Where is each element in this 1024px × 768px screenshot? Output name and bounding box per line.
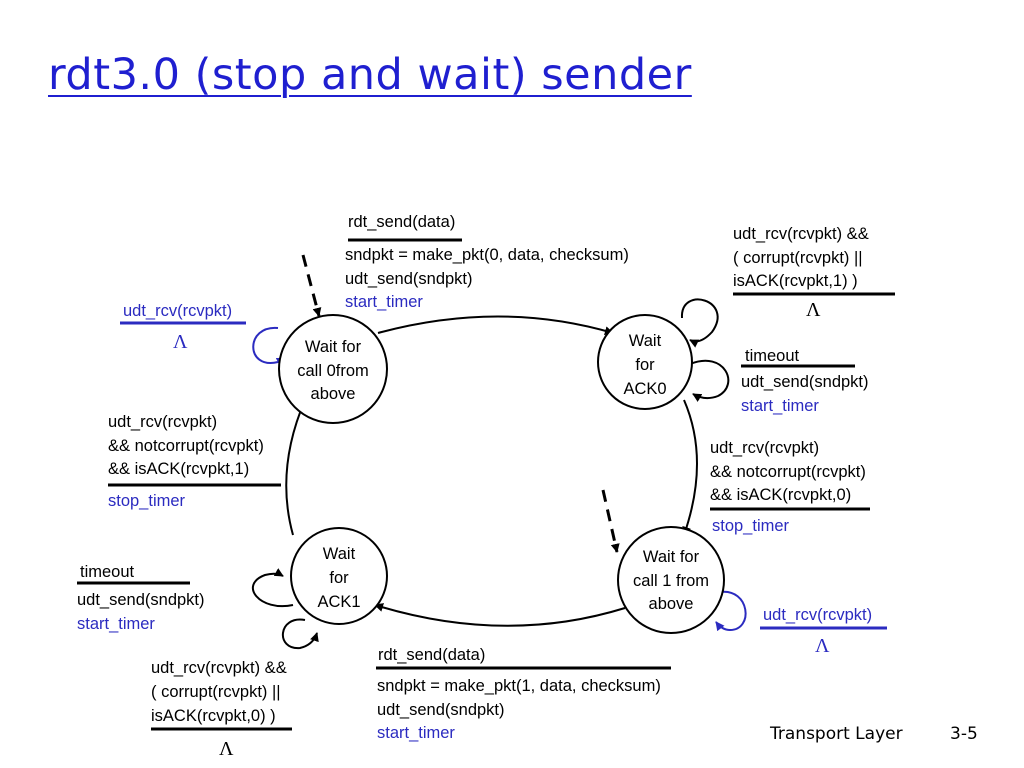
event-text: && notcorrupt(rcvpkt): [108, 437, 264, 455]
action-text: sndpkt = make_pkt(0, data, checksum): [345, 246, 629, 264]
state-label-line: above: [649, 595, 694, 613]
timer-text: stop_timer: [108, 492, 186, 510]
arc-send1: [374, 603, 626, 627]
timer-text: start_timer: [345, 293, 423, 311]
state-wait-call-0: Wait for call 0from above: [278, 314, 388, 424]
loop-call1: [715, 590, 747, 632]
event-text: udt_rcv(rcvpkt) &&: [151, 659, 287, 677]
state-label-line: Wait: [323, 545, 356, 563]
state-label-line: ACK0: [623, 380, 666, 398]
state-label-line: call 1 from: [633, 572, 709, 590]
state-wait-ack0: Wait for ACK0: [597, 314, 693, 410]
state-label-line: call 0from: [297, 362, 369, 380]
lambda-text: Λ: [806, 299, 821, 321]
state-label-line: above: [311, 385, 356, 403]
action-text: udt_send(sndpkt): [377, 701, 505, 719]
event-text: udt_rcv(rcvpkt): [108, 413, 217, 431]
event-text: udt_rcv(rcvpkt): [710, 439, 819, 457]
event-text: ( corrupt(rcvpkt) ||: [151, 683, 281, 701]
loop-ack1-bad: [282, 618, 319, 650]
timer-text: start_timer: [377, 724, 455, 742]
event-text: isACK(rcvpkt,1) ): [733, 272, 858, 290]
initial-arrow-call1: [601, 489, 620, 553]
state-wait-ack1: Wait for ACK1: [290, 527, 388, 625]
timer-text: stop_timer: [712, 517, 790, 535]
event-text: udt_rcv(rcvpkt): [123, 302, 232, 320]
event-text: udt_rcv(rcvpkt): [763, 606, 872, 624]
footer-topic: Transport Layer: [770, 724, 903, 744]
loop-call0: [252, 326, 286, 366]
action-text: sndpkt = make_pkt(1, data, checksum): [377, 677, 661, 695]
arc-ack1-ok: [285, 399, 306, 536]
transition-label-ack1-ok: udt_rcv(rcvpkt) && notcorrupt(rcvpkt) &&…: [108, 413, 281, 510]
event-text: timeout: [80, 563, 135, 581]
event-text: && isACK(rcvpkt,1): [108, 460, 249, 478]
transition-label-ack0-bad: udt_rcv(rcvpkt) && ( corrupt(rcvpkt) || …: [733, 225, 895, 321]
transition-label-ack0-timeout: timeout udt_send(sndpkt) start_timer: [741, 347, 869, 415]
action-text: udt_send(sndpkt): [741, 373, 869, 391]
footer-page-number: 3-5: [950, 724, 978, 744]
lambda-text: Λ: [815, 635, 830, 657]
transition-label-send0: rdt_send(data) sndpkt = make_pkt(0, data…: [345, 213, 629, 311]
event-text: ( corrupt(rcvpkt) ||: [733, 249, 863, 267]
arc-ack0-ok: [682, 399, 698, 536]
arc-send0: [377, 315, 614, 336]
state-label-line: Wait: [629, 332, 662, 350]
action-text: udt_send(sndpkt): [345, 270, 473, 288]
event-text: rdt_send(data): [378, 646, 485, 664]
state-label-line: for: [329, 569, 349, 587]
event-text: timeout: [745, 347, 800, 365]
transition-label-call1-rcv: udt_rcv(rcvpkt) Λ: [760, 606, 887, 657]
state-label-line: ACK1: [317, 593, 360, 611]
transition-label-ack1-timeout: timeout udt_send(sndpkt) start_timer: [77, 563, 205, 633]
state-label-line: for: [635, 356, 655, 374]
event-text: && notcorrupt(rcvpkt): [710, 463, 866, 481]
transition-label-ack1-bad: udt_rcv(rcvpkt) && ( corrupt(rcvpkt) || …: [151, 659, 292, 760]
transition-label-ack0-ok: udt_rcv(rcvpkt) && notcorrupt(rcvpkt) &&…: [710, 439, 870, 535]
loop-ack0-bad: [680, 298, 719, 348]
lambda-text: Λ: [219, 738, 234, 760]
loop-ack0-timeout: [689, 359, 730, 402]
loop-ack1-timeout: [251, 568, 294, 608]
transition-label-call0-rcv: udt_rcv(rcvpkt) Λ: [120, 302, 246, 353]
event-text: isACK(rcvpkt,0) ): [151, 707, 276, 725]
transition-label-send1: rdt_send(data) sndpkt = make_pkt(1, data…: [376, 646, 671, 742]
action-text: udt_send(sndpkt): [77, 591, 205, 609]
state-label-line: Wait for: [643, 548, 700, 566]
timer-text: start_timer: [77, 615, 155, 633]
lambda-text: Λ: [173, 331, 188, 353]
event-text: udt_rcv(rcvpkt) &&: [733, 225, 869, 243]
state-label-line: Wait for: [305, 338, 362, 356]
slide-title: rdt3.0 (stop and wait) sender: [48, 50, 692, 100]
initial-arrow-call0: [301, 254, 322, 317]
state-wait-call-1: Wait for call 1 from above: [617, 526, 725, 634]
event-text: && isACK(rcvpkt,0): [710, 486, 851, 504]
timer-text: start_timer: [741, 397, 819, 415]
event-text: rdt_send(data): [348, 213, 455, 231]
